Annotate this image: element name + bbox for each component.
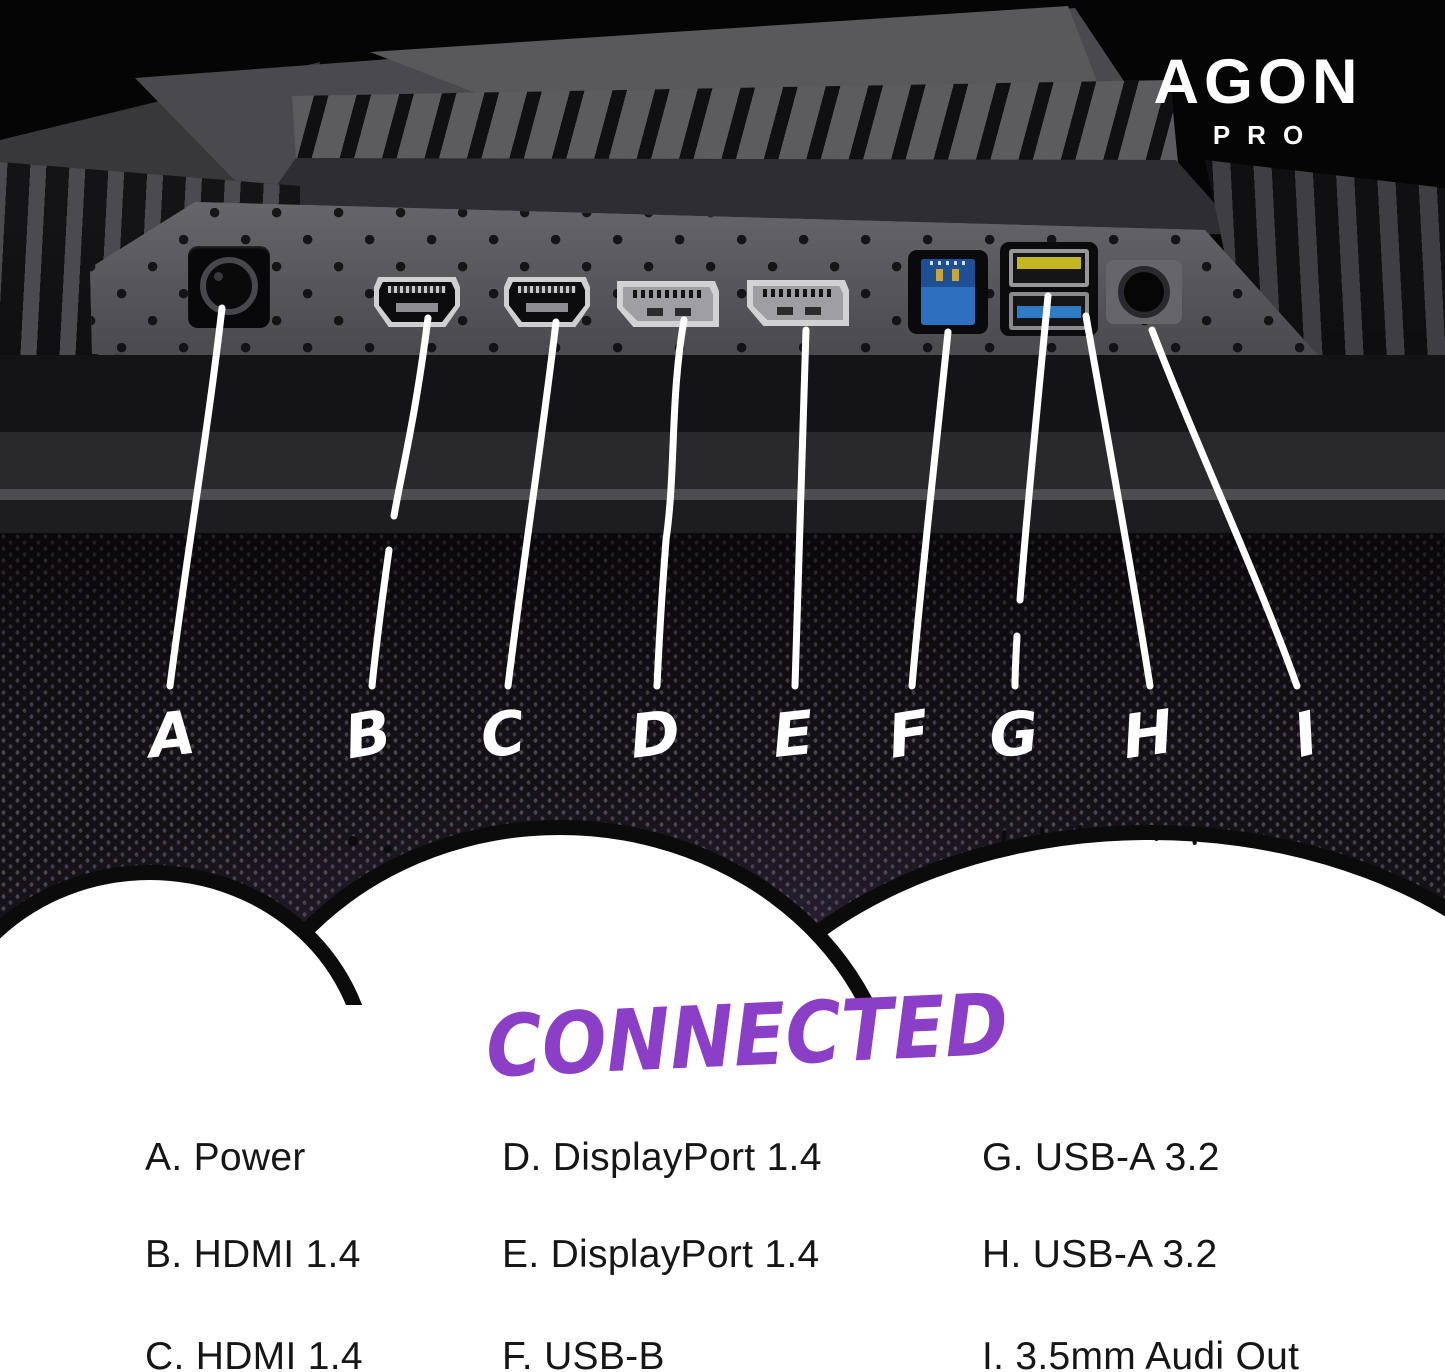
legend-item-i: I. 3.5mm Audi Out — [982, 1335, 1300, 1372]
bezel-band-lower — [0, 500, 1445, 533]
usb-b-pin-dots — [930, 261, 966, 265]
cloud-white-area — [0, 1005, 1445, 1372]
displayport-d-slot — [647, 308, 663, 316]
legend-item-f: F. USB-B — [502, 1335, 665, 1372]
bezel-band-highlight — [0, 489, 1445, 500]
hdmi-port-b-tab — [396, 303, 438, 312]
diagonal-vent-band — [292, 80, 1178, 163]
port-label-e: E — [768, 698, 818, 772]
hdmi-port-c-pins — [518, 286, 576, 293]
hdmi-port-c-tab — [526, 303, 568, 312]
usb-b-connector — [921, 259, 975, 325]
displayport-e — [747, 280, 849, 326]
cloud-stitch-mark4 — [1115, 824, 1121, 840]
displayport-e-slot2 — [805, 307, 821, 315]
legend-item-h: H. USB-A 3.2 — [982, 1233, 1218, 1276]
displayport-d — [617, 281, 719, 327]
displayport-d-pins — [633, 290, 705, 298]
usb-a-port-h — [1009, 292, 1089, 330]
port-label-d: D — [626, 697, 684, 773]
port-label-h: H — [1118, 696, 1178, 774]
power-jack-ring — [200, 257, 258, 315]
connected-headline: CONNECTED — [484, 974, 1011, 1097]
agon-logo-text: AGON — [1153, 47, 1363, 117]
usb-a-blue-tongue — [1017, 306, 1081, 318]
port-label-c: C — [476, 697, 530, 773]
bezel-band-mid — [0, 432, 1445, 489]
audio-jack-port-i — [1118, 266, 1170, 318]
displayport-e-pins — [763, 289, 835, 297]
legend-item-d: D. DisplayPort 1.4 — [502, 1136, 822, 1179]
legend-item-e: E. DisplayPort 1.4 — [502, 1233, 820, 1276]
port-label-g: G — [986, 697, 1042, 773]
legend-item-c: C. HDMI 1.4 — [145, 1335, 363, 1372]
port-legend: A. Power B. HDMI 1.4 C. HDMI 1.4 D. Disp… — [0, 1136, 1445, 1372]
bezel-band-dark — [0, 355, 1445, 432]
hdmi-port-c — [504, 277, 590, 327]
usb-a-port-g — [1009, 249, 1089, 287]
usb-b-gold-pin2 — [952, 269, 959, 281]
cloud-speck — [348, 836, 358, 846]
legend-item-b: B. HDMI 1.4 — [145, 1233, 361, 1276]
hdmi-port-b — [374, 277, 460, 327]
cloud-stitch-mark3 — [1077, 824, 1083, 840]
power-jack-pin — [214, 272, 223, 281]
usb-b-port-f — [908, 250, 988, 334]
monitor-back-scene: AGON PRO — [0, 0, 1445, 533]
usb-a-yellow-tongue — [1017, 257, 1081, 269]
power-port-a — [188, 246, 270, 328]
usb-a-stack — [1000, 242, 1098, 336]
legend-item-a: A. Power — [145, 1136, 306, 1179]
port-label-a: A — [145, 697, 199, 773]
cloud-speck2 — [384, 845, 392, 853]
agon-pro-logo: AGON PRO — [1108, 47, 1408, 151]
port-label-f: F — [883, 697, 935, 773]
displayport-d-slot2 — [675, 308, 691, 316]
pro-logo-text: PRO — [1212, 120, 1321, 150]
legend-item-g: G. USB-A 3.2 — [982, 1136, 1220, 1179]
hdmi-port-b-pins — [388, 286, 446, 293]
displayport-e-slot — [777, 307, 793, 315]
usb-b-gold-pin — [936, 269, 943, 281]
